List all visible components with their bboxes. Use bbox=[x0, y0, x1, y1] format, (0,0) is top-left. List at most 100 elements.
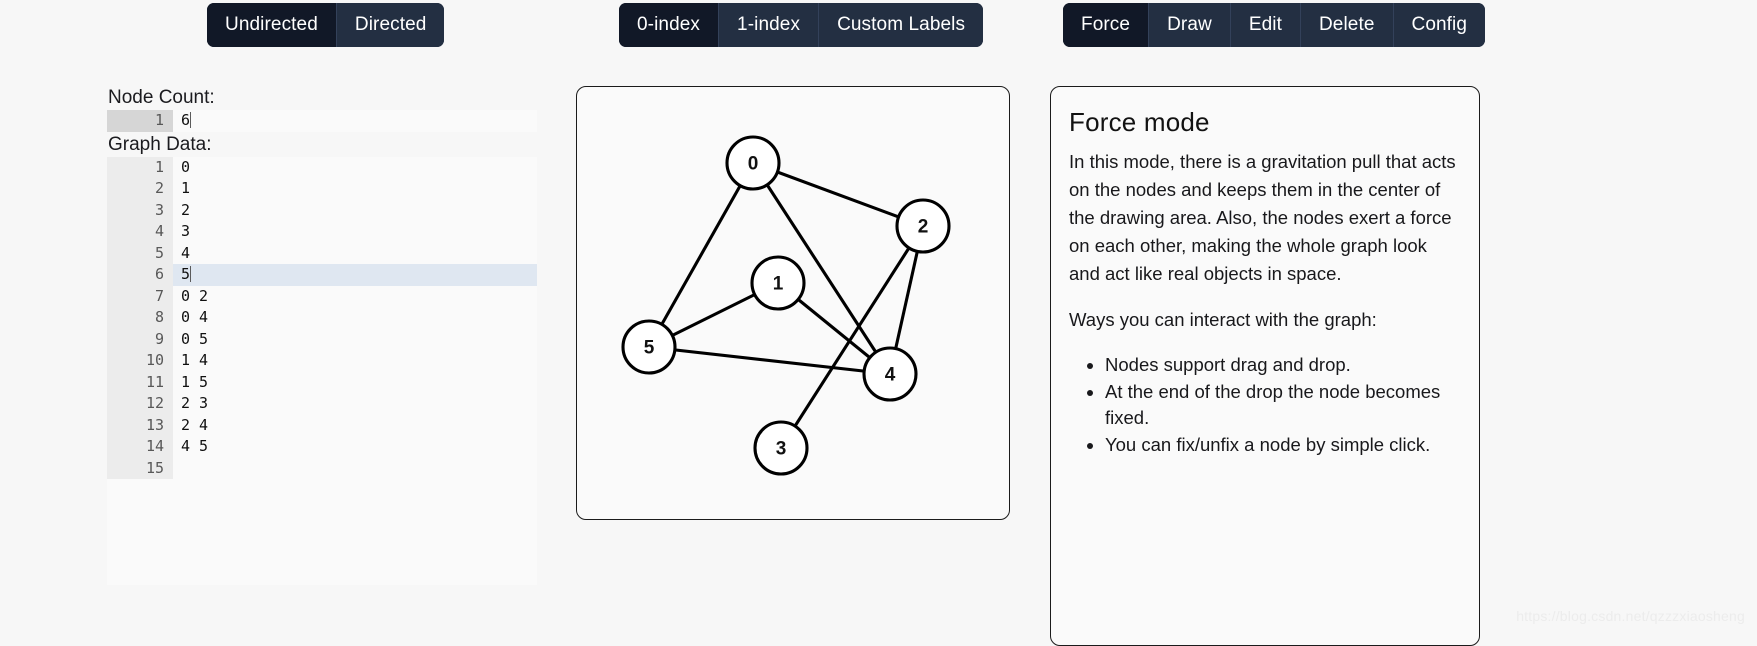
graph-node-4[interactable]: 4 bbox=[862, 346, 918, 402]
graph-direction-option-directed[interactable]: Directed bbox=[336, 3, 445, 47]
interaction-mode-option-edit[interactable]: Edit bbox=[1230, 3, 1301, 47]
code-line[interactable]: 11 1 5 bbox=[107, 371, 537, 393]
line-number: 3 bbox=[107, 199, 173, 221]
graph-edge-0-4[interactable] bbox=[751, 162, 892, 375]
line-content[interactable]: 3 bbox=[181, 222, 191, 240]
text-caret bbox=[190, 112, 192, 128]
code-line[interactable]: 9 0 5 bbox=[107, 328, 537, 350]
node-label: 5 bbox=[644, 338, 655, 359]
code-line[interactable]: 10 1 4 bbox=[107, 350, 537, 372]
line-content[interactable]: 1 4 bbox=[181, 351, 209, 369]
line-number: 10 bbox=[107, 350, 173, 372]
graph-node-5[interactable]: 5 bbox=[621, 319, 677, 375]
node-label: 1 bbox=[773, 274, 784, 295]
node-circle[interactable] bbox=[862, 346, 918, 402]
line-content[interactable]: 5 bbox=[173, 264, 537, 286]
line-content[interactable]: 2 3 bbox=[181, 394, 209, 412]
line-content[interactable]: 0 bbox=[181, 157, 191, 176]
line-number: 1 bbox=[107, 156, 173, 178]
line-number: 1 bbox=[107, 110, 173, 132]
graph-edge-0-5[interactable] bbox=[647, 162, 755, 348]
interaction-mode-option-draw[interactable]: Draw bbox=[1149, 3, 1231, 47]
line-number: 9 bbox=[107, 328, 173, 350]
line-number: 12 bbox=[107, 393, 173, 415]
info-paragraph-interactions: Ways you can interact with the graph: bbox=[1069, 309, 1377, 330]
graph-direction-option-undirected[interactable]: Undirected bbox=[207, 3, 337, 47]
line-number: 14 bbox=[107, 436, 173, 458]
node-label: 2 bbox=[918, 217, 929, 238]
node-label: 3 bbox=[776, 439, 787, 460]
node-labeling-option-custom-labels[interactable]: Custom Labels bbox=[819, 3, 984, 47]
node-circle[interactable] bbox=[750, 255, 806, 311]
line-number: 5 bbox=[107, 242, 173, 264]
code-line[interactable]: 13 2 4 bbox=[107, 414, 537, 436]
graph-data-label: Graph Data: bbox=[108, 133, 212, 155]
line-content[interactable]: 2 bbox=[181, 200, 191, 219]
info-panel-title: Force mode bbox=[1069, 107, 1210, 137]
code-line[interactable]: 7 0 2 bbox=[107, 285, 537, 307]
graph-edge-2-3[interactable] bbox=[779, 225, 925, 449]
code-line[interactable]: 8 0 4 bbox=[107, 307, 537, 329]
code-line[interactable]: 12 2 3 bbox=[107, 393, 537, 415]
line-number: 7 bbox=[107, 285, 173, 307]
node-circle[interactable] bbox=[725, 135, 781, 191]
line-content[interactable]: 0 2 bbox=[181, 286, 209, 305]
info-bullet-item: You can fix/unfix a node by simple click… bbox=[1105, 432, 1457, 458]
line-number: 15 bbox=[107, 457, 173, 479]
line-number: 8 bbox=[107, 307, 173, 329]
graph-node-1[interactable]: 1 bbox=[750, 255, 806, 311]
graph-node-2[interactable]: 2 bbox=[895, 198, 951, 254]
graph-drawing[interactable]: 0 1 2 3 4 5 bbox=[577, 87, 1007, 517]
line-content[interactable]: 1 bbox=[181, 179, 191, 197]
line-number: 11 bbox=[107, 371, 173, 393]
mode-info-panel: Force mode In this mode, there is a grav… bbox=[1050, 86, 1480, 646]
graph-node-3[interactable]: 3 bbox=[753, 420, 809, 476]
line-number: 2 bbox=[107, 178, 173, 200]
interaction-mode-option-force[interactable]: Force bbox=[1063, 3, 1150, 47]
info-bullet-list: Nodes support drag and drop.At the end o… bbox=[1069, 352, 1457, 458]
graph-node-0[interactable]: 0 bbox=[725, 135, 781, 191]
node-labeling-option-1-index[interactable]: 1-index bbox=[719, 3, 820, 47]
node-circle[interactable] bbox=[753, 420, 809, 476]
info-paragraph-description: In this mode, there is a gravitation pul… bbox=[1069, 151, 1456, 284]
code-line[interactable]: 15 bbox=[107, 457, 537, 480]
text-caret bbox=[190, 266, 192, 282]
line-number: 13 bbox=[107, 414, 173, 436]
line-content[interactable] bbox=[173, 458, 537, 480]
node-circle[interactable] bbox=[895, 198, 951, 254]
node-label: 4 bbox=[885, 365, 896, 386]
node-circle[interactable] bbox=[621, 319, 677, 375]
node-label: 0 bbox=[748, 154, 759, 175]
info-bullet-item: Nodes support drag and drop. bbox=[1105, 352, 1457, 378]
graph-edge-0-2[interactable] bbox=[752, 161, 924, 228]
node-labeling-option-0-index[interactable]: 0-index bbox=[619, 3, 720, 47]
line-content[interactable]: 0 4 bbox=[181, 308, 209, 326]
line-content[interactable]: 1 5 bbox=[181, 372, 209, 391]
graph-canvas[interactable]: 0 1 2 3 4 5 bbox=[576, 86, 1010, 520]
code-line[interactable]: 14 4 5 bbox=[107, 436, 537, 458]
line-content[interactable]: 0 5 bbox=[181, 329, 209, 348]
node-count-label: Node Count: bbox=[108, 87, 215, 108]
line-content[interactable]: 6 bbox=[181, 111, 192, 129]
line-content[interactable]: 2 4 bbox=[181, 415, 209, 434]
watermark-text: https://blog.csdn.net/qzzzxiaosheng bbox=[1516, 608, 1745, 624]
line-content[interactable]: 4 bbox=[181, 243, 191, 262]
line-number: 4 bbox=[107, 221, 173, 243]
interaction-mode-option-config[interactable]: Config bbox=[1393, 3, 1486, 47]
graph-edge-4-5[interactable] bbox=[648, 345, 891, 376]
line-content[interactable]: 4 5 bbox=[181, 437, 209, 455]
interaction-mode-option-delete[interactable]: Delete bbox=[1300, 3, 1394, 47]
